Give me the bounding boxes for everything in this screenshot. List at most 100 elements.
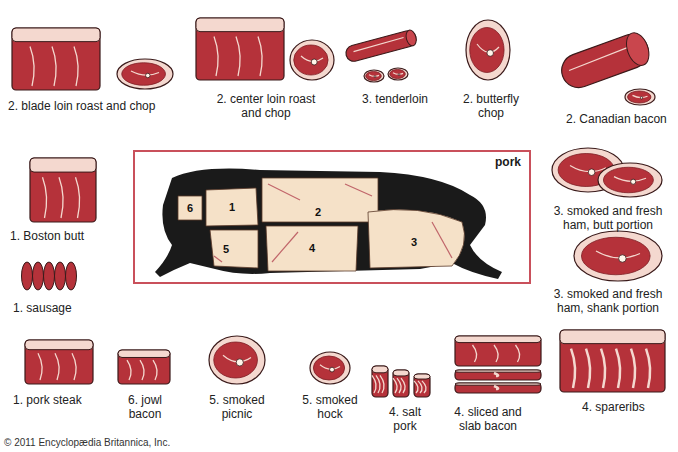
- fat-band: [12, 28, 100, 42]
- callout-number: 6: [187, 201, 193, 215]
- frame-title: pork: [495, 155, 521, 169]
- marbling: [397, 378, 401, 393]
- meat-eye: [214, 342, 258, 378]
- slab-bacon: [455, 336, 541, 366]
- fat-band: [196, 18, 284, 32]
- marbling: [601, 349, 605, 388]
- cut-caption: 2. center loin roast and chop: [205, 92, 327, 120]
- fat-band: [372, 366, 388, 373]
- marbling: [30, 47, 34, 86]
- meat-eye: [390, 70, 406, 79]
- meat-eye: [581, 237, 650, 275]
- meat-face: [196, 18, 284, 80]
- bone: [640, 97, 642, 99]
- marbling: [596, 251, 640, 258]
- marbling: [353, 37, 403, 51]
- cut-region: [262, 178, 378, 222]
- marbling: [59, 177, 63, 218]
- fat-rim: [209, 336, 265, 384]
- meat-face: [372, 366, 388, 397]
- tenderloin-roll: [344, 29, 418, 63]
- cut-region: [368, 210, 464, 268]
- marbling: [153, 360, 157, 380]
- marbling: [646, 349, 650, 388]
- marbling: [494, 373, 498, 376]
- marbling: [570, 166, 606, 172]
- cut-caption: 1. pork steak: [13, 393, 82, 407]
- marbling: [372, 375, 376, 393]
- fat-band: [414, 374, 430, 379]
- cut-streak: [345, 184, 372, 196]
- fat-band: [25, 340, 93, 350]
- salt-pork-bar: [414, 374, 430, 397]
- meat-face: [393, 370, 409, 397]
- fat-rim: [290, 40, 334, 80]
- bone: [236, 359, 243, 366]
- fat-rim: [364, 70, 384, 82]
- sausage-link: [33, 262, 44, 290]
- meat-face: [12, 28, 100, 90]
- marbling: [376, 375, 380, 393]
- fat-rim: [598, 163, 662, 197]
- callout-number: 1: [229, 200, 235, 214]
- salt-pork-bar: [372, 366, 388, 397]
- cut-caption: 3. smoked and fresh ham, butt portion: [549, 204, 667, 232]
- bone: [588, 169, 595, 176]
- marbling: [631, 349, 635, 388]
- bone: [619, 255, 627, 263]
- bone: [487, 50, 494, 57]
- marbling: [473, 345, 477, 362]
- ham-shank: [574, 231, 662, 281]
- jowl-bacon: [118, 350, 170, 384]
- fat-rim: [625, 89, 655, 105]
- tenderloin-slice: [364, 70, 384, 82]
- fat-band: [118, 350, 170, 357]
- fat-band: [30, 158, 96, 172]
- cut-region: [266, 226, 358, 271]
- marbling: [414, 381, 418, 393]
- canadian-bacon-slice: [625, 89, 655, 105]
- cut-caption: 4. salt pork: [378, 405, 432, 433]
- marbling: [571, 349, 575, 388]
- cut-streak: [272, 232, 298, 262]
- meat-face: [455, 370, 541, 380]
- meat-face: [455, 383, 541, 393]
- tenderloin-slice: [388, 68, 408, 80]
- fat-rim: [117, 59, 173, 89]
- fat-rim: [574, 231, 662, 281]
- fat-band: [455, 383, 541, 385]
- copyright-note: © 2011 Encyclopædia Britannica, Inc.: [4, 436, 170, 450]
- meat-face: [118, 350, 170, 384]
- callout-number: 3: [411, 235, 417, 249]
- fat-band: [560, 330, 665, 344]
- cut-caption: 2. Canadian bacon: [566, 112, 667, 126]
- meat-eye: [628, 91, 651, 103]
- cut-caption: 5. smoked picnic: [201, 393, 273, 421]
- salt-pork-bar: [393, 370, 409, 397]
- cut-caption: 1. sausage: [13, 301, 72, 315]
- meat-face: [455, 336, 541, 366]
- callout-number: 5: [223, 242, 229, 256]
- cut-streak: [432, 222, 452, 258]
- roll-body: [557, 30, 653, 93]
- bacon-slice: [455, 370, 541, 380]
- smoked-hock: [310, 352, 350, 384]
- sausage-link: [22, 262, 33, 290]
- cut-region: [178, 196, 202, 220]
- diagram-frame: pork: [133, 150, 531, 284]
- roll-end: [622, 30, 653, 69]
- bone: [398, 74, 400, 76]
- marbling: [418, 381, 422, 393]
- bone: [631, 179, 636, 184]
- ham-butt-slice: [598, 163, 662, 197]
- cut-caption: 2. butterfly chop: [455, 92, 527, 120]
- fat-rim: [388, 68, 408, 80]
- cut-streak: [268, 184, 300, 200]
- bacon-slice: [455, 383, 541, 393]
- bone: [374, 76, 376, 78]
- meat-eye: [603, 167, 653, 193]
- cut-caption: 2. blade loin roast and chop: [8, 99, 155, 113]
- cut-caption: 3. tenderloin: [362, 92, 428, 106]
- meat-eye: [122, 63, 166, 86]
